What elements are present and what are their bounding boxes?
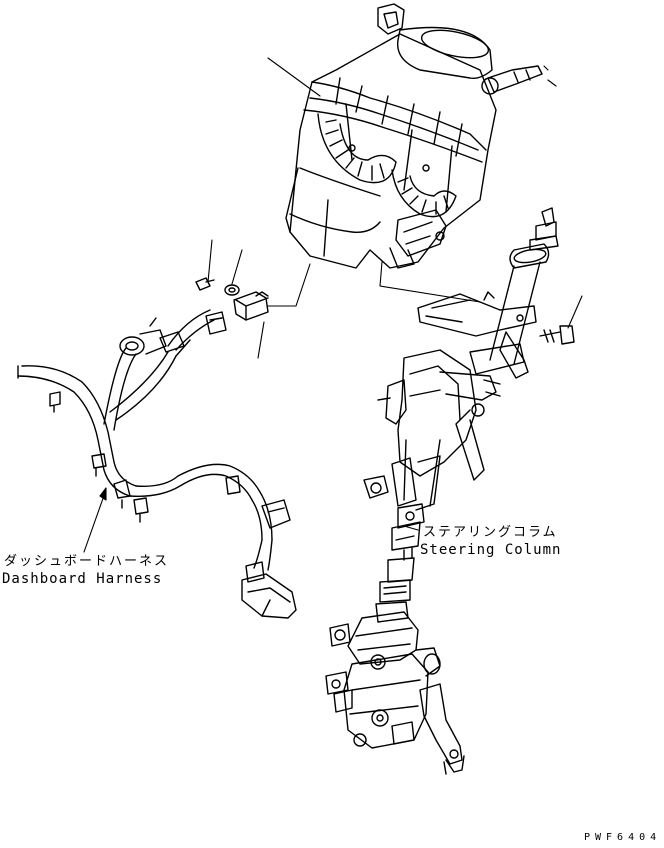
column-cover <box>286 4 542 268</box>
dashboard-harness-drawing <box>18 310 296 618</box>
steering-column-label-jp: ステアリングコラム <box>423 525 558 540</box>
leader-lines <box>84 58 582 552</box>
dashboard-harness-label-en: Dashboard Harness <box>2 571 163 587</box>
steering-column-assembly <box>364 208 574 622</box>
steering-column-label-en: Steering Column <box>420 542 562 558</box>
dashboard-harness-label-jp: ダッシュボードハーネス <box>4 554 170 569</box>
steering-valve-unit <box>326 612 464 774</box>
drawing-code: PWF6404 <box>584 832 662 843</box>
screw-washer-relay <box>196 278 268 320</box>
